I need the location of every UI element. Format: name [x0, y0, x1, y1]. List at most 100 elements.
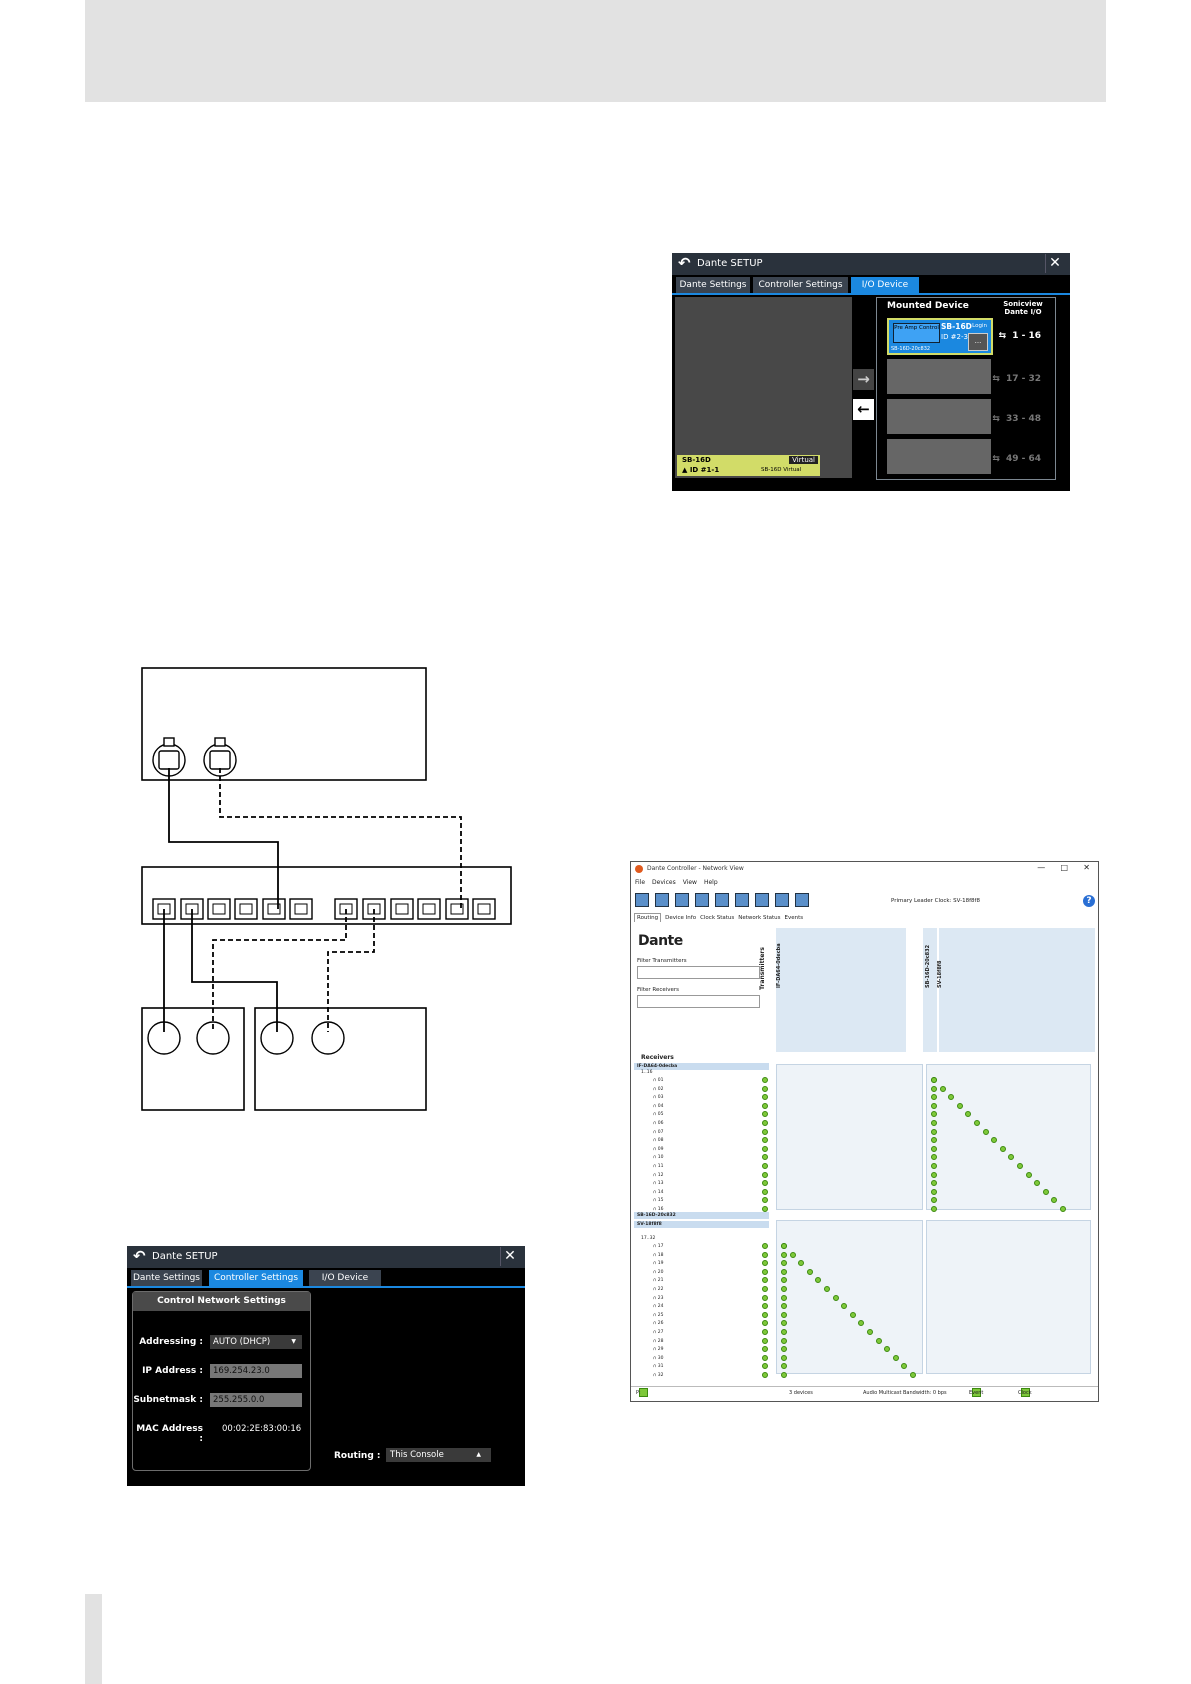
- toolbar-icon[interactable]: [635, 893, 649, 907]
- login-label[interactable]: Login: [972, 323, 987, 329]
- tab-controller-settings[interactable]: Controller Settings: [209, 1270, 303, 1286]
- menu-devices[interactable]: Devices: [652, 879, 676, 886]
- tab-device-info[interactable]: Device Info: [665, 915, 697, 921]
- mounted-slot-3[interactable]: [887, 399, 991, 434]
- range-2: ⇆17 - 32: [992, 374, 1041, 384]
- status-check-icon: [762, 1128, 768, 1135]
- tab-events[interactable]: Events: [784, 915, 804, 921]
- preamp-control-button[interactable]: Pre Amp Control: [893, 323, 940, 343]
- network-icon[interactable]: [715, 893, 729, 907]
- rx-device-1[interactable]: IF-DA64-0decba: [634, 1063, 769, 1070]
- rx-a-channel-02: ∩ 02: [653, 1086, 664, 1092]
- a-column-check-11: [931, 1163, 937, 1169]
- help-icon[interactable]: ?: [1083, 895, 1095, 907]
- tab-io-device[interactable]: I/O Device: [309, 1270, 381, 1286]
- status-check-icon: [762, 1277, 768, 1284]
- tab-io-device[interactable]: I/O Device: [851, 277, 919, 293]
- menu-view[interactable]: View: [682, 879, 697, 886]
- status-check-icon: [762, 1154, 768, 1161]
- a-column-check-14: [931, 1188, 937, 1195]
- rx-a-channel-07: ∩ 07: [653, 1129, 664, 1135]
- tab-network-status[interactable]: Network Status: [738, 915, 781, 921]
- b-route-check-4: [806, 1268, 813, 1275]
- ip-address-field[interactable]: 169.254.23.0: [210, 1364, 302, 1378]
- mounted-slot-2[interactable]: [887, 359, 991, 394]
- globe-icon[interactable]: [795, 893, 809, 907]
- status-check-icon: [762, 1197, 768, 1204]
- rx-a-channel-05: ∩ 05: [653, 1112, 664, 1118]
- rx-a-channel-15: ∩ 15: [653, 1198, 664, 1204]
- a-column-check-12: [931, 1171, 937, 1178]
- rx-a-channel-14: ∩ 14: [653, 1189, 664, 1195]
- grid-icon[interactable]: [755, 893, 769, 907]
- b-route-check-15: [901, 1363, 908, 1370]
- tab-dante-settings[interactable]: Dante Settings: [131, 1270, 202, 1286]
- maximize-icon[interactable]: □: [1060, 863, 1069, 872]
- rx-b-channel-22: ∩ 22: [653, 1287, 664, 1292]
- tab-controller-settings[interactable]: Controller Settings: [753, 277, 848, 293]
- a-column-check-10: [931, 1154, 937, 1161]
- menu-bar: File Devices View Help: [635, 879, 725, 886]
- more-button[interactable]: ...: [968, 333, 988, 351]
- close-icon[interactable]: ✕: [1045, 254, 1064, 273]
- io-box-left: [141, 1007, 245, 1111]
- minimize-icon[interactable]: —: [1037, 863, 1046, 872]
- b-column-check-12: [781, 1337, 787, 1344]
- back-icon[interactable]: ↶: [678, 254, 691, 272]
- tab-dante-settings[interactable]: Dante Settings: [676, 277, 750, 293]
- rx-b-channel-29: ∩ 29: [653, 1347, 664, 1353]
- clock-status-led: [1021, 1388, 1030, 1397]
- rx-device-3[interactable]: SV-18f8f8: [634, 1221, 769, 1228]
- device-icon[interactable]: [735, 893, 749, 907]
- subnetmask-field[interactable]: 255.255.0.0: [210, 1393, 302, 1407]
- close-icon[interactable]: ✕: [1083, 863, 1090, 872]
- a-route-check-10: [1008, 1154, 1015, 1161]
- status-clock[interactable]: Clock Status Monitor: [1018, 1387, 1032, 1400]
- filter-receivers-input[interactable]: [637, 995, 760, 1008]
- rx-b-channel-17: ∩ 17: [653, 1244, 664, 1249]
- status-check-icon: [762, 1354, 768, 1361]
- status-p-text: P:: [636, 1390, 641, 1396]
- mounted-slot-1[interactable]: Pre Amp Control SB-16D Login ID #2-3 ...…: [887, 318, 993, 355]
- status-check-icon: [762, 1311, 768, 1318]
- folder-icon[interactable]: [675, 893, 689, 907]
- a-column-check-16: [931, 1206, 937, 1212]
- a-column-check-13: [931, 1180, 937, 1187]
- tab-routing[interactable]: Routing: [634, 913, 662, 922]
- refresh-icon[interactable]: [655, 893, 669, 907]
- rx-device-2[interactable]: SB-16D-20c832: [634, 1212, 769, 1219]
- screen-title: Dante SETUP: [697, 258, 763, 269]
- back-icon[interactable]: ↶: [133, 1247, 146, 1265]
- mounted-slot-4[interactable]: [887, 439, 991, 474]
- routing-select[interactable]: This Console▲: [386, 1448, 491, 1462]
- console-connectors: [152, 737, 237, 777]
- star-icon[interactable]: [695, 893, 709, 907]
- move-left-button[interactable]: ←: [853, 399, 874, 420]
- drop-icon[interactable]: [775, 893, 789, 907]
- b-route-check-5: [815, 1277, 822, 1284]
- status-eventlog[interactable]: Event Log: [969, 1387, 983, 1400]
- device-subname: SB-16D-20c832: [891, 346, 931, 352]
- rx-sub-17-32[interactable]: 17..32: [641, 1236, 656, 1241]
- tab-clock-status[interactable]: Clock Status: [700, 915, 735, 921]
- subnetmask-label: Subnetmask :: [133, 1395, 203, 1405]
- rx-a-channel-16: ∩ 16: [653, 1207, 664, 1212]
- rx-sub-1-16[interactable]: 1..16: [641, 1070, 653, 1075]
- mac-address-value: 00:02:2E:83:00:16: [222, 1424, 302, 1434]
- status-led: [639, 1388, 648, 1397]
- range-4-text: 49 - 64: [1005, 454, 1041, 464]
- filter-transmitters-input[interactable]: [637, 966, 760, 979]
- filter-receivers-label: Filter Receivers: [637, 987, 680, 993]
- rx-a-channel-13: ∩ 13: [653, 1181, 664, 1187]
- menu-file[interactable]: File: [635, 879, 646, 886]
- b-route-check-6: [824, 1286, 830, 1292]
- status-check-icon: [762, 1268, 768, 1275]
- rx-b-channel-30: ∩ 30: [653, 1355, 664, 1361]
- close-icon[interactable]: ✕: [500, 1247, 519, 1266]
- a-column-check-2: [931, 1085, 937, 1092]
- virtual-device-tile[interactable]: SB-16D ▲ ID #1-1 Virtual SB-16D Virtual: [677, 455, 820, 476]
- move-right-button[interactable]: →: [853, 369, 874, 390]
- addressing-select[interactable]: AUTO (DHCP)▼: [210, 1335, 302, 1349]
- menu-help[interactable]: Help: [703, 879, 718, 886]
- dante-controller-window: Dante Controller - Network View — □ ✕ Fi…: [630, 861, 1099, 1402]
